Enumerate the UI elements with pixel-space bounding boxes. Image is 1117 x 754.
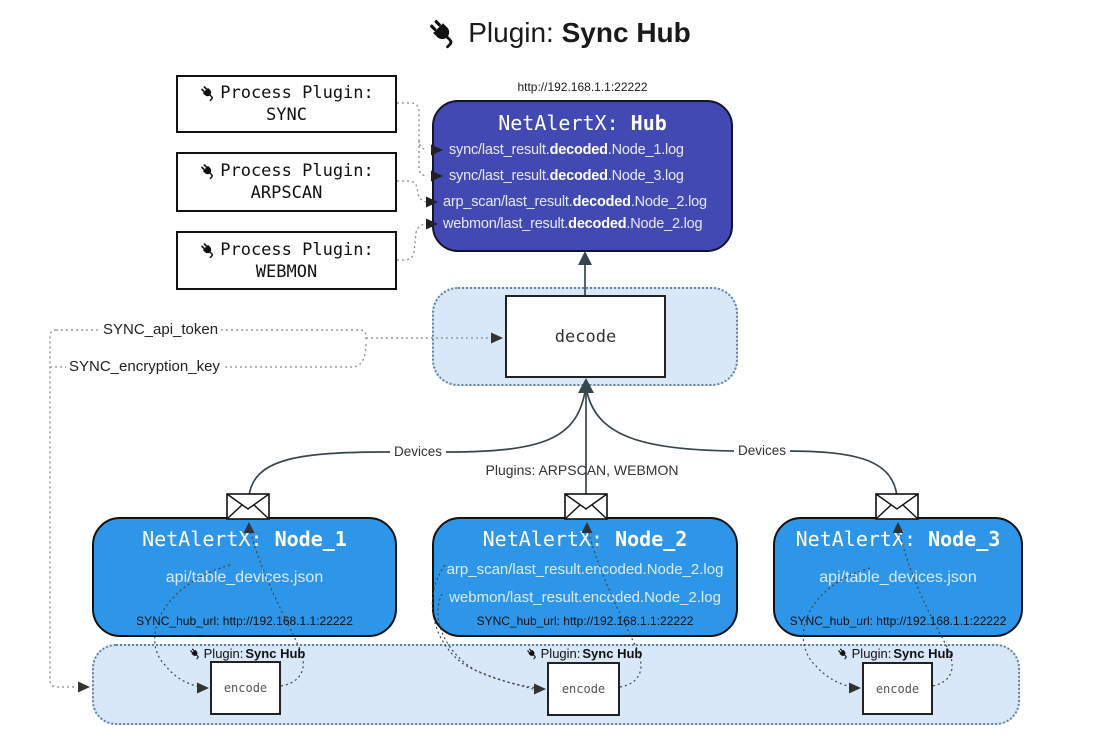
hub-log-pre: sync/last_result.	[449, 168, 550, 184]
node1-hub-url: SYNC_hub_url: http://192.168.1.1:22222	[136, 614, 353, 628]
node-title-bold: Node_3	[928, 527, 1001, 551]
node1-title: NetAlertX: Node_1	[94, 527, 395, 551]
plug-icon	[430, 20, 453, 49]
process-plugin-name: ARPSCAN	[250, 183, 323, 203]
process-plugin-sync-box: Process Plugin: SYNC	[176, 75, 397, 133]
hub-log-line: sync/last_result.decoded.Node_1.log	[449, 142, 684, 162]
hub-log-post: .Node_2.log	[630, 194, 707, 210]
process-plugin-name: WEBMON	[255, 261, 318, 282]
hub-log-bold: decoded	[568, 216, 627, 232]
process-plugin-name: SYNC	[266, 105, 307, 125]
sync-encryption-key-label: SYNC_encryption_key	[66, 358, 223, 375]
band-plugin-bold: Sync Hub	[582, 646, 643, 661]
node2-title: NetAlertX: Node_2	[434, 527, 736, 551]
page-title: Plugin: Sync Hub	[0, 16, 1117, 50]
node3-file-line: api/table_devices.json	[819, 569, 977, 586]
page-title-text: Plugin: Sync Hub	[468, 17, 691, 49]
devices-edge-label-right: Devices	[733, 443, 791, 458]
encode-box-node1: encode	[210, 661, 281, 715]
hub-log-bold: decoded	[572, 194, 631, 210]
band-plugin-prefix: Plugin:	[203, 646, 244, 661]
process-plugin-label: Process Plugin:	[220, 239, 374, 260]
envelope-icon	[564, 493, 608, 520]
edge-nodes-to-decode	[248, 391, 898, 497]
hub-log-post: .Node_2.log	[626, 216, 703, 232]
plug-icon	[190, 648, 199, 660]
edge-plugins-to-hub	[397, 102, 428, 261]
node1-file-line: api/table_devices.json	[165, 569, 324, 586]
plug-icon	[838, 648, 847, 660]
hub-log-line: arp_scan/last_result.decoded.Node_2.log	[443, 194, 707, 214]
plug-icon	[201, 164, 214, 180]
node2-hub-url: SYNC_hub_url: http://192.168.1.1:22222	[476, 614, 694, 628]
hub-url: http://192.168.1.1:22222	[517, 80, 648, 94]
encode-box-node3: encode	[862, 662, 933, 715]
hub-log-post: .Node_3.log	[607, 168, 684, 184]
process-plugin-label: Process Plugin:	[220, 161, 374, 181]
band-plugin-bold: Sync Hub	[245, 646, 306, 661]
hub-log-line: webmon/last_result.decoded.Node_2.log	[443, 216, 703, 236]
plugins-edge-label: Plugins: ARPSCAN, WEBMON	[485, 462, 679, 478]
envelope-icon	[226, 493, 270, 520]
plug-icon	[201, 86, 214, 102]
hub-log-pre: sync/last_result.	[449, 142, 550, 158]
title-prefix: Plugin:	[468, 17, 562, 48]
node2-box: NetAlertX: Node_2 arp_scan/last_result.e…	[432, 517, 738, 637]
node-title-prefix: NetAlertX:	[795, 527, 929, 551]
decode-box: decode	[505, 295, 666, 378]
devices-edge-label-left: Devices	[389, 444, 447, 459]
node-title-prefix: NetAlertX:	[142, 527, 275, 551]
node-title-prefix: NetAlertX:	[482, 527, 616, 551]
band-plugin-label: Plugin: Sync Hub	[526, 646, 643, 661]
node2-file-line: webmon/last_result.encoded.Node_2.log	[449, 589, 721, 606]
band-plugin-bold: Sync Hub	[893, 646, 954, 661]
node1-box: NetAlertX: Node_1 api/table_devices.json…	[92, 517, 397, 637]
process-plugin-webmon-box: Process Plugin: WEBMON	[176, 231, 397, 290]
process-plugin-label: Process Plugin:	[220, 83, 374, 103]
hub-box: NetAlertX: Hub sync/last_result.decoded.…	[432, 100, 733, 252]
hub-title-bold: Hub	[630, 111, 667, 135]
band-plugin-prefix: Plugin:	[851, 646, 892, 661]
hub-log-line: sync/last_result.decoded.Node_3.log	[449, 168, 684, 188]
hub-log-pre: webmon/last_result.	[443, 216, 569, 232]
process-plugin-arpscan-box: Process Plugin: ARPSCAN	[176, 152, 397, 212]
plug-icon	[527, 648, 536, 660]
band-plugin-label: Plugin: Sync Hub	[189, 646, 306, 661]
token-arrowheads	[78, 332, 503, 693]
plug-icon	[201, 242, 214, 258]
node-title-bold: Node_2	[615, 527, 688, 551]
band-plugin-prefix: Plugin:	[540, 646, 581, 661]
sync-api-token-label: SYNC_api_token	[100, 321, 222, 338]
node-title-bold: Node_1	[274, 527, 347, 551]
node3-hub-url: SYNC_hub_url: http://192.168.1.1:22222	[789, 614, 1007, 628]
hub-log-post: .Node_1.log	[607, 142, 684, 158]
arrow-into-hub	[578, 251, 592, 265]
band-plugin-label: Plugin: Sync Hub	[837, 646, 954, 661]
hub-title: NetAlertX: Hub	[434, 111, 731, 135]
title-bold: Sync Hub	[561, 17, 691, 48]
hub-log-bold: decoded	[549, 142, 608, 158]
node2-file-line: arp_scan/last_result.encoded.Node_2.log	[446, 561, 724, 578]
node3-box: NetAlertX: Node_3 api/table_devices.json…	[773, 517, 1023, 637]
node3-title: NetAlertX: Node_3	[775, 527, 1021, 551]
envelope-icon	[875, 493, 919, 520]
hub-log-bold: decoded	[549, 168, 608, 184]
hub-log-pre: arp_scan/last_result.	[443, 194, 573, 210]
encode-box-node2: encode	[547, 662, 620, 716]
hub-title-prefix: NetAlertX:	[498, 111, 631, 135]
